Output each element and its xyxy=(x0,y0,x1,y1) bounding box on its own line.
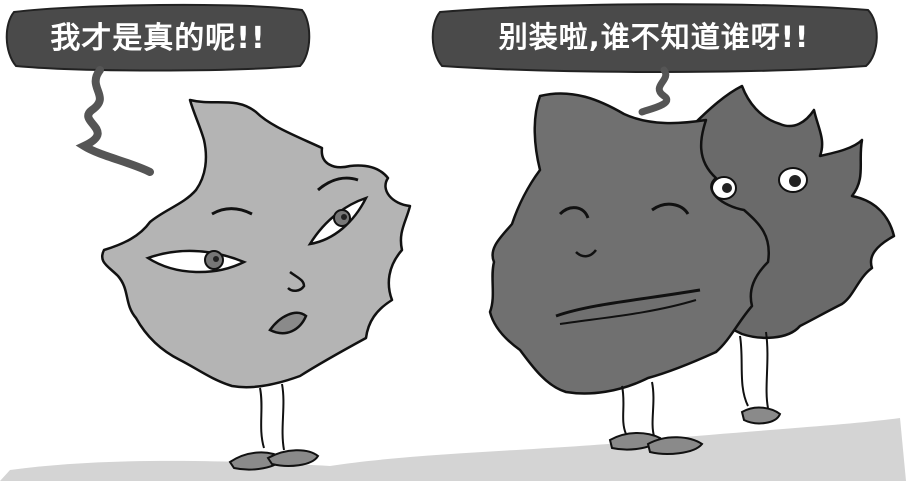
right-bubble-tail xyxy=(638,66,671,116)
light-leaf xyxy=(101,98,412,471)
left-bubble-tail xyxy=(75,66,154,176)
ground-shadow xyxy=(0,418,906,481)
left-speech-bubble xyxy=(5,3,311,176)
left-bubble-text: 我才是真的呢!! xyxy=(50,21,266,56)
right-bubble-text: 别装啦,谁不知道谁呀!! xyxy=(498,20,810,54)
front-dark-leaf xyxy=(488,92,771,455)
right-speech-bubble xyxy=(431,3,878,116)
